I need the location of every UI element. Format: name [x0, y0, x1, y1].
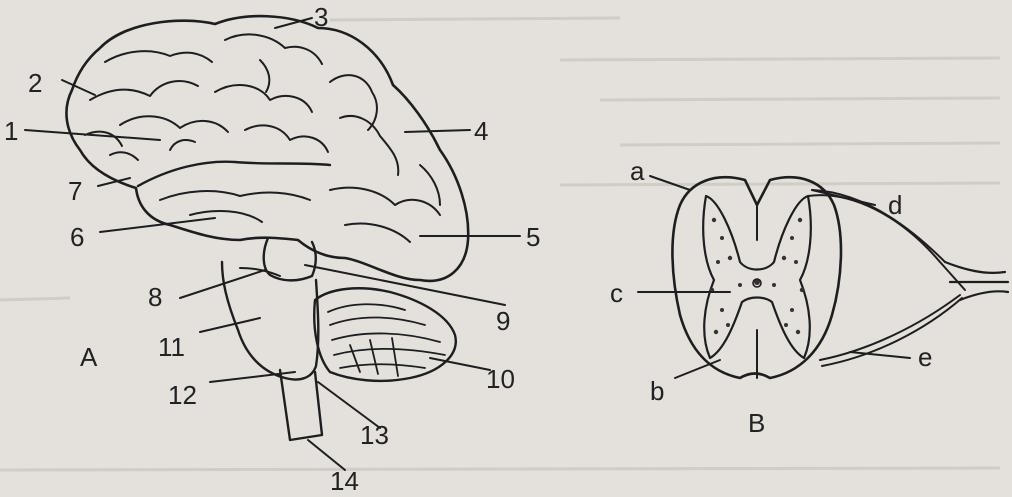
label-a: a	[630, 156, 645, 186]
lateral-sulcus	[138, 162, 330, 186]
brainstem-outline	[264, 238, 316, 280]
label-5: 5	[526, 222, 540, 252]
label-14: 14	[330, 466, 359, 496]
dorsal-root	[808, 195, 965, 290]
cerebellum-folia	[328, 304, 445, 376]
cerebellum-outline	[314, 288, 456, 381]
label-e: e	[918, 342, 932, 372]
label-2: 2	[28, 68, 42, 98]
label-12: 12	[168, 380, 197, 410]
label-11: 11	[158, 332, 185, 362]
panel-label-b: B	[748, 408, 765, 438]
spinal-cord-section	[672, 177, 1008, 378]
label-9: 9	[496, 306, 510, 336]
label-13: 13	[360, 420, 389, 450]
panel-label-a: A	[80, 342, 98, 372]
label-1: 1	[4, 116, 18, 146]
label-3: 3	[314, 2, 328, 32]
label-b: b	[650, 376, 664, 406]
label-7: 7	[68, 176, 82, 206]
labels-a: 1 2 3 4 5 6 7 8 9 10 11 12 13 14 A	[4, 2, 540, 496]
spinal-cord-outline	[280, 370, 322, 440]
label-4: 4	[474, 116, 488, 146]
label-8: 8	[148, 282, 162, 312]
ventral-root	[820, 295, 960, 360]
label-10: 10	[486, 364, 515, 394]
spinal-nerve	[945, 262, 1008, 300]
labels-b: a b c d e B	[610, 156, 932, 438]
label-d: d	[888, 190, 902, 220]
background-texture	[0, 18, 1000, 470]
label-c: c	[610, 278, 623, 308]
label-6: 6	[70, 222, 84, 252]
leader-lines-a	[25, 18, 520, 470]
